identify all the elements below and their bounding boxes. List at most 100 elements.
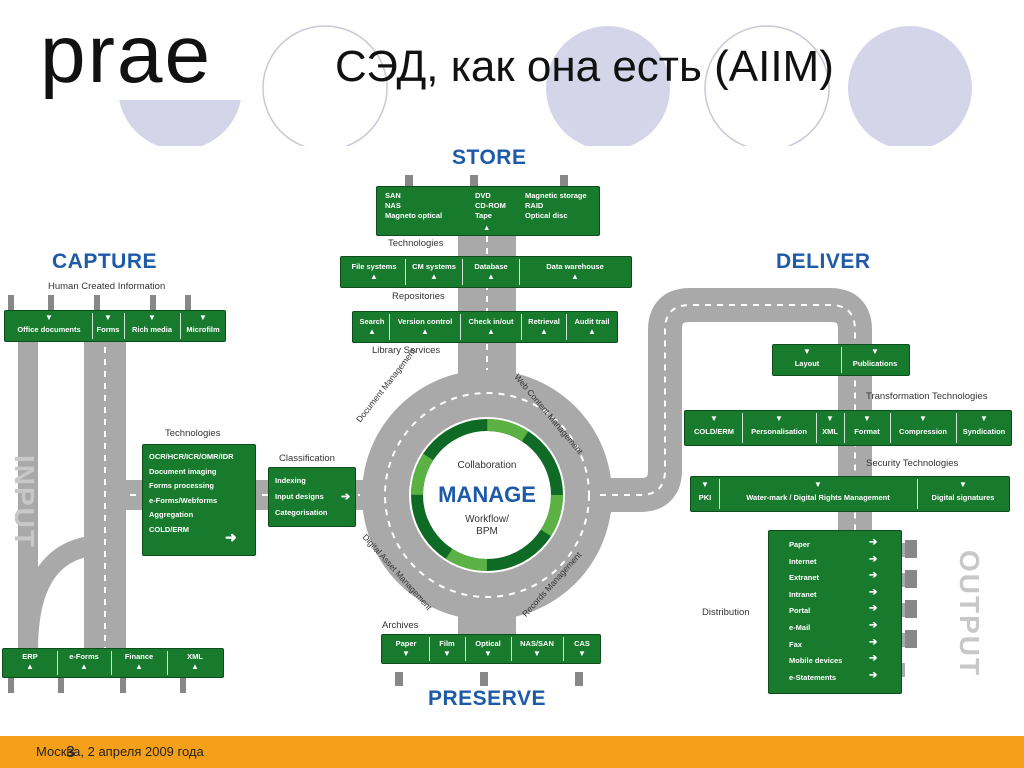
- distribution-item: Internet: [789, 556, 817, 566]
- classification-item: Input designs: [275, 492, 324, 501]
- prae-logo: prae: [40, 9, 213, 100]
- down-arrow-icon: ▼: [484, 649, 492, 658]
- down-arrow-icon: ▼: [775, 414, 783, 423]
- up-arrow-icon: ▲: [370, 272, 378, 281]
- down-arrow-icon: ▼: [578, 649, 586, 658]
- down-arrow-icon: ▼: [814, 480, 822, 489]
- security-technologies-label: Security Technologies: [866, 458, 959, 469]
- security-item: PKI: [698, 493, 712, 502]
- down-arrow-icon: ▼: [919, 414, 927, 423]
- store-media-item: SAN: [385, 191, 401, 200]
- classification-item: Categorisation: [275, 508, 328, 517]
- library-services-sign: Search▲ Version control▲ Check in/out▲ R…: [352, 311, 618, 343]
- archives-sign: Paper▼ Film▼ Optical▼ NAS/SAN▼ CAS▼: [381, 634, 601, 664]
- classification-sign: Indexing Input designs Categorisation ➔: [268, 467, 356, 527]
- transformation-item: Personalisation: [751, 427, 807, 436]
- library-service-item: Search: [359, 317, 385, 326]
- transformation-item: COLD/ERM: [694, 427, 734, 436]
- store-media-item: CD-ROM: [475, 201, 506, 210]
- repository-item: File systems: [351, 262, 397, 271]
- store-media-item: NAS: [385, 201, 401, 210]
- footer-bar: [0, 736, 1024, 768]
- input-side-label: INPUT: [9, 455, 40, 549]
- repository-item: Data warehouse: [546, 262, 604, 271]
- repositories-label: Repositories: [392, 291, 445, 302]
- header-decoration: [0, 25, 1024, 150]
- transformation-item: Format: [854, 427, 880, 436]
- workflow-line: Workflow/: [465, 514, 509, 525]
- up-arrow-icon: ▲: [483, 223, 491, 232]
- store-heading: STORE: [452, 146, 527, 169]
- library-service-item: Check in/out: [468, 317, 514, 326]
- footer-text: Москва, 2 апреля 2009 года: [36, 744, 204, 759]
- capture-technology-item: Aggregation: [149, 510, 194, 519]
- transformation-item: Syndication: [962, 427, 1006, 436]
- up-arrow-icon: ▲: [368, 327, 376, 336]
- output-side-label: OUTPUT: [954, 550, 985, 678]
- workflow-text: Workflow/ BPM: [422, 514, 552, 538]
- store-media-item: Optical disc: [525, 211, 568, 220]
- human-created-sign: ▼Office documents ▼Forms ▼Rich media ▼Mi…: [4, 310, 226, 342]
- down-arrow-icon: ▼: [402, 649, 410, 658]
- up-arrow-icon: ▲: [588, 327, 596, 336]
- deliver-output-item: Publications: [852, 359, 898, 368]
- capture-source-item: e-Forms: [69, 652, 99, 661]
- capture-technology-item: Forms processing: [149, 481, 215, 490]
- right-arrow-icon: ➔: [341, 491, 351, 503]
- right-arrow-icon: ➔: [869, 603, 878, 615]
- capture-technologies-label: Technologies: [165, 428, 221, 439]
- logo-backdrop: [36, 20, 246, 100]
- transformation-technologies-label: Transformation Technologies: [866, 391, 988, 402]
- archive-item: Paper: [395, 639, 417, 648]
- capture-source-item: XML: [187, 652, 203, 661]
- capture-sources-sign: ERP▲ e-Forms▲ Finance▲ XML▲: [2, 648, 224, 678]
- deliver-output-sign: ▼Layout ▼Publications: [772, 344, 910, 376]
- header-mask: [0, 146, 1024, 156]
- distribution-item: e-Mail: [789, 622, 811, 632]
- security-item: Digital signatures: [931, 493, 995, 502]
- right-arrow-icon: ➜: [225, 529, 237, 545]
- right-arrow-icon: ➔: [869, 586, 878, 598]
- bpm-line: BPM: [476, 526, 498, 537]
- transformation-item: Compression: [899, 427, 947, 436]
- repository-item: CM systems: [412, 262, 456, 271]
- slide-title: СЭД, как она есть (AIIM): [335, 42, 834, 91]
- distribution-item: Extranet: [789, 573, 820, 583]
- down-arrow-icon: ▼: [45, 313, 53, 322]
- human-created-label: Human Created Information: [48, 281, 166, 292]
- distribution-label: Distribution: [702, 607, 750, 618]
- right-arrow-icon: ➔: [869, 636, 878, 648]
- up-arrow-icon: ▲: [80, 662, 88, 671]
- human-created-item: Microfilm: [186, 325, 220, 334]
- distribution-arrows: ➔ ➔ ➔ ➔ ➔ ➔ ➔ ➔ ➔: [869, 535, 877, 684]
- capture-technology-item: COLD/ERM: [149, 524, 189, 534]
- down-arrow-icon: ▼: [148, 313, 156, 322]
- right-arrow-icon: ➔: [869, 669, 878, 681]
- archive-item: Optical: [475, 639, 501, 648]
- store-media-item: Magneto optical: [385, 211, 443, 220]
- capture-technologies-sign: OCR/HCR/ICR/OMR/IDR Document imaging For…: [142, 444, 256, 556]
- up-arrow-icon: ▲: [487, 272, 495, 281]
- store-media-sign: SAN NAS Magneto optical DVD CD-ROM Tape …: [376, 186, 600, 236]
- library-service-item: Audit trail: [574, 317, 610, 326]
- capture-technology-item: Document imaging: [149, 466, 217, 476]
- down-arrow-icon: ▼: [443, 649, 451, 658]
- capture-source-item: Finance: [124, 652, 154, 661]
- distribution-item: Mobile devices: [789, 656, 843, 666]
- security-item: Water-mark / Digital Rights Management: [746, 493, 890, 502]
- store-media-item: RAID: [525, 201, 544, 210]
- distribution-sign: Paper Internet Extranet Intranet Portal …: [768, 530, 902, 694]
- deliver-heading: DELIVER: [776, 250, 871, 273]
- capture-technology-item: OCR/HCR/ICR/OMR/IDR: [149, 452, 234, 461]
- right-arrow-icon: ➔: [869, 537, 878, 548]
- library-service-item: Retrieval: [528, 317, 560, 326]
- distribution-item: Fax: [789, 639, 802, 649]
- down-arrow-icon: ▼: [701, 480, 709, 489]
- right-arrow-icon: ➔: [869, 653, 878, 665]
- up-arrow-icon: ▲: [540, 327, 548, 336]
- up-arrow-icon: ▲: [571, 272, 579, 281]
- down-arrow-icon: ▼: [826, 414, 834, 423]
- down-arrow-icon: ▼: [199, 313, 207, 322]
- right-arrow-icon: ➔: [869, 553, 878, 565]
- page-number: 3: [66, 744, 75, 761]
